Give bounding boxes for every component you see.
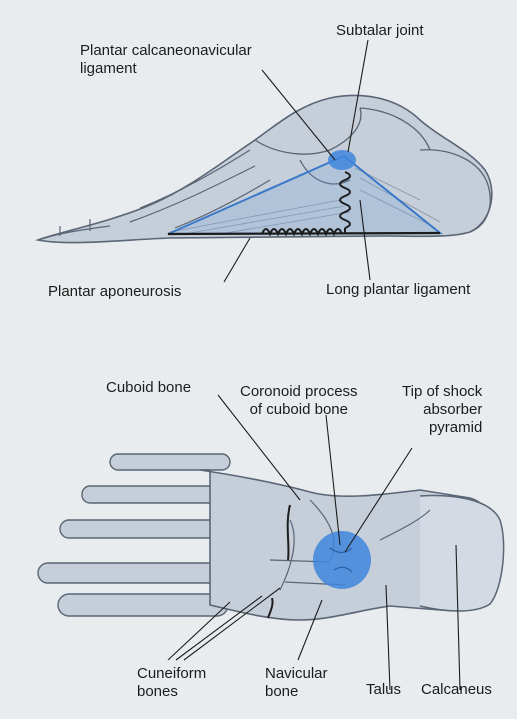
label-plantar-calcaneonavicular-ligament: Plantar calcaneonavicular ligament <box>80 42 252 78</box>
label-cuboid-bone: Cuboid bone <box>106 379 191 397</box>
label-tip-of-shock-absorber-pyramid: Tip of shock absorber pyramid <box>402 383 482 437</box>
label-long-plantar-ligament: Long plantar ligament <box>326 281 470 299</box>
label-navicular-bone: Navicular bone <box>265 665 328 701</box>
label-plantar-aponeurosis: Plantar aponeurosis <box>48 283 181 301</box>
label-cuneiform-bones: Cuneiform bones <box>137 665 206 701</box>
label-talus: Talus <box>366 681 401 699</box>
calcaneus-block <box>420 496 504 611</box>
label-subtalar-joint: Subtalar joint <box>336 22 424 40</box>
plantar-aponeurosis-line <box>168 233 440 234</box>
subtalar-joint-marker <box>328 150 356 170</box>
label-calcaneus: Calcaneus <box>421 681 492 699</box>
plantar-foot-view <box>38 395 504 690</box>
label-coronoid-process: Coronoid process of cuboid bone <box>240 383 358 419</box>
shock-absorber-disc <box>313 531 371 589</box>
toe-bones <box>38 454 238 616</box>
leader-aponeurosis <box>224 238 250 282</box>
